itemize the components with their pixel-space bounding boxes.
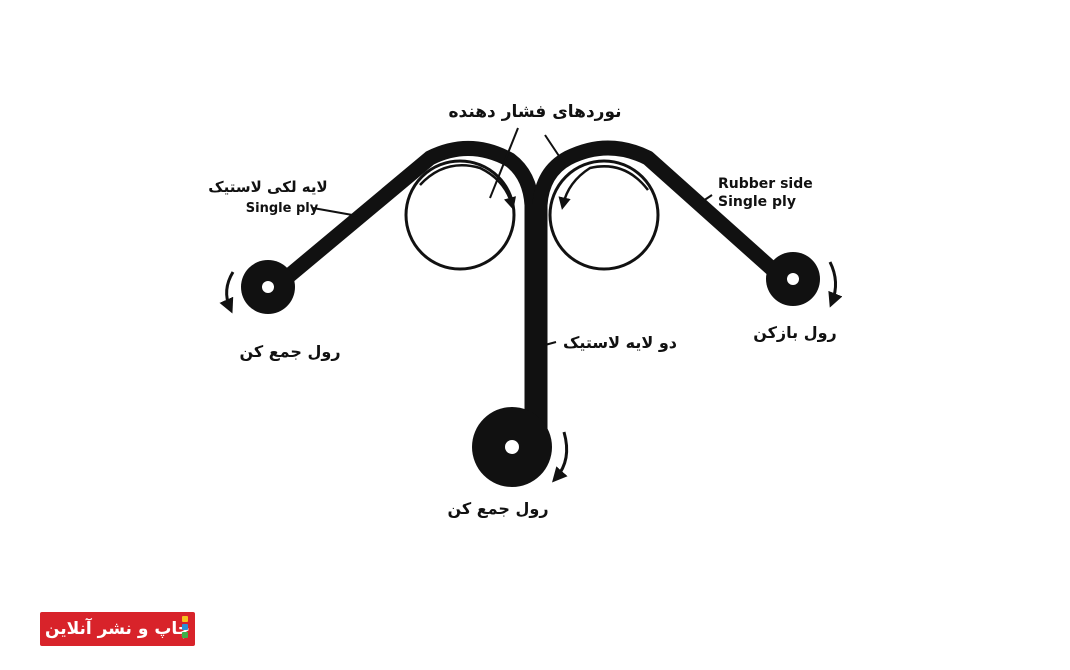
publisher-logo: چاپ و نشر آنلاین	[40, 612, 195, 646]
label-right-roll: رول بازکن	[753, 323, 837, 342]
label-bottom-roll: رول جمع کن	[447, 499, 548, 518]
label-right-sheet-bottom: Single ply	[718, 194, 796, 210]
bottom-windup-roll	[472, 407, 569, 487]
label-middle-two-ply: دو لایه لاستیک	[563, 333, 677, 352]
publisher-logo-text: چاپ و نشر آنلاین	[44, 619, 191, 639]
label-left-sheet-top: لایه لکی لاستیک	[208, 178, 327, 196]
label-pressure-rollers: نوردهای فشار دهنده	[448, 102, 621, 122]
logo-color-squares-icon	[182, 616, 192, 642]
label-right-sheet-top: Rubber side	[718, 176, 813, 192]
right-sheet-path	[532, 140, 798, 438]
leader-line-left	[489, 127, 519, 199]
left-pressure-roller	[404, 159, 516, 271]
left-windup-roll	[219, 260, 295, 314]
left-roller-rotation-arrow	[419, 164, 516, 210]
leader-line-left-sheet	[312, 207, 359, 217]
leader-line-right	[544, 134, 566, 166]
label-left-roll: رول جمع کن	[239, 342, 340, 361]
right-roller-rotation-arrow	[558, 165, 649, 210]
right-pressure-roller	[548, 159, 660, 271]
leader-line-middle	[544, 341, 557, 346]
right-unwind-roll	[766, 252, 843, 308]
label-left-sheet-bottom: Single ply	[246, 201, 319, 216]
leader-line-right-sheet	[699, 194, 713, 204]
left-sheet-path	[264, 141, 540, 438]
